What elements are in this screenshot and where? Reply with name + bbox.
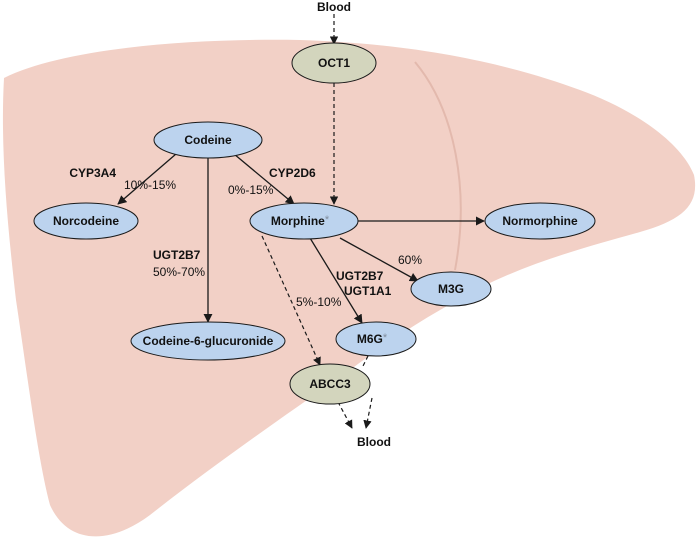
codeine-label: Codeine xyxy=(184,133,232,147)
edge-m6g-to-abcc3 xyxy=(361,355,369,369)
node-codeine: Codeine xyxy=(153,121,263,159)
node-norcodeine: Norcodeine xyxy=(33,202,139,240)
pct-m6g: 5%-10% xyxy=(296,295,342,309)
liver-shape xyxy=(2,39,696,537)
edge-morphine-to-m3g xyxy=(339,237,419,282)
edge-abcc3-to-blood-2 xyxy=(363,397,373,429)
edge-codeine-to-norcodeine xyxy=(117,153,177,205)
enzyme-ugt2b7-morphine: UGT2B7 xyxy=(336,269,384,283)
morphine-name: Morphine xyxy=(271,214,325,228)
active-metabolite-marker: * xyxy=(383,332,388,344)
enzyme-ugt1a1: UGT1A1 xyxy=(344,284,392,298)
pct-m3g: 60% xyxy=(398,253,422,267)
m6g-label: M6G* xyxy=(357,332,388,346)
liver-lobe-line xyxy=(414,61,462,271)
node-codeine-6-glucuronide: Codeine-6-glucuronide xyxy=(130,321,286,361)
oct1-label: OCT1 xyxy=(318,56,350,70)
pct-cyp3a4: 10%-15% xyxy=(124,178,176,192)
edge-morphine-to-abcc3 xyxy=(261,235,321,366)
node-normorphine: Normorphine xyxy=(484,202,596,240)
normorphine-label: Normorphine xyxy=(502,214,578,228)
codeine-6-glucuronide-label: Codeine-6-glucuronide xyxy=(143,334,274,348)
node-m3g: M3G xyxy=(410,271,492,307)
pct-ugt2b7-codeine: 50%-70% xyxy=(153,265,205,279)
active-metabolite-marker: * xyxy=(325,214,330,226)
edge-codeine-to-morphine xyxy=(233,153,295,205)
pct-cyp2d6: 0%-15% xyxy=(228,183,274,197)
enzyme-cyp2d6: CYP2D6 xyxy=(269,166,316,180)
blood-label-top: Blood xyxy=(317,0,351,14)
norcodeine-label: Norcodeine xyxy=(53,214,119,228)
node-abcc3: ABCC3 xyxy=(289,363,371,405)
enzyme-ugt2b7-codeine: UGT2B7 xyxy=(153,248,201,262)
morphine-label: Morphine* xyxy=(271,214,330,228)
edge-abcc3-to-blood-1 xyxy=(337,401,353,429)
m6g-name: M6G xyxy=(357,332,383,346)
node-oct1: OCT1 xyxy=(291,42,377,84)
abcc3-label: ABCC3 xyxy=(309,377,351,391)
blood-label-bottom: Blood xyxy=(357,435,391,449)
edge-morphine-to-m6g xyxy=(309,237,363,324)
node-m6g: M6G* xyxy=(335,321,417,357)
m3g-label: M3G xyxy=(438,282,464,296)
enzyme-cyp3a4: CYP3A4 xyxy=(69,166,116,180)
node-morphine: Morphine* xyxy=(249,202,359,240)
